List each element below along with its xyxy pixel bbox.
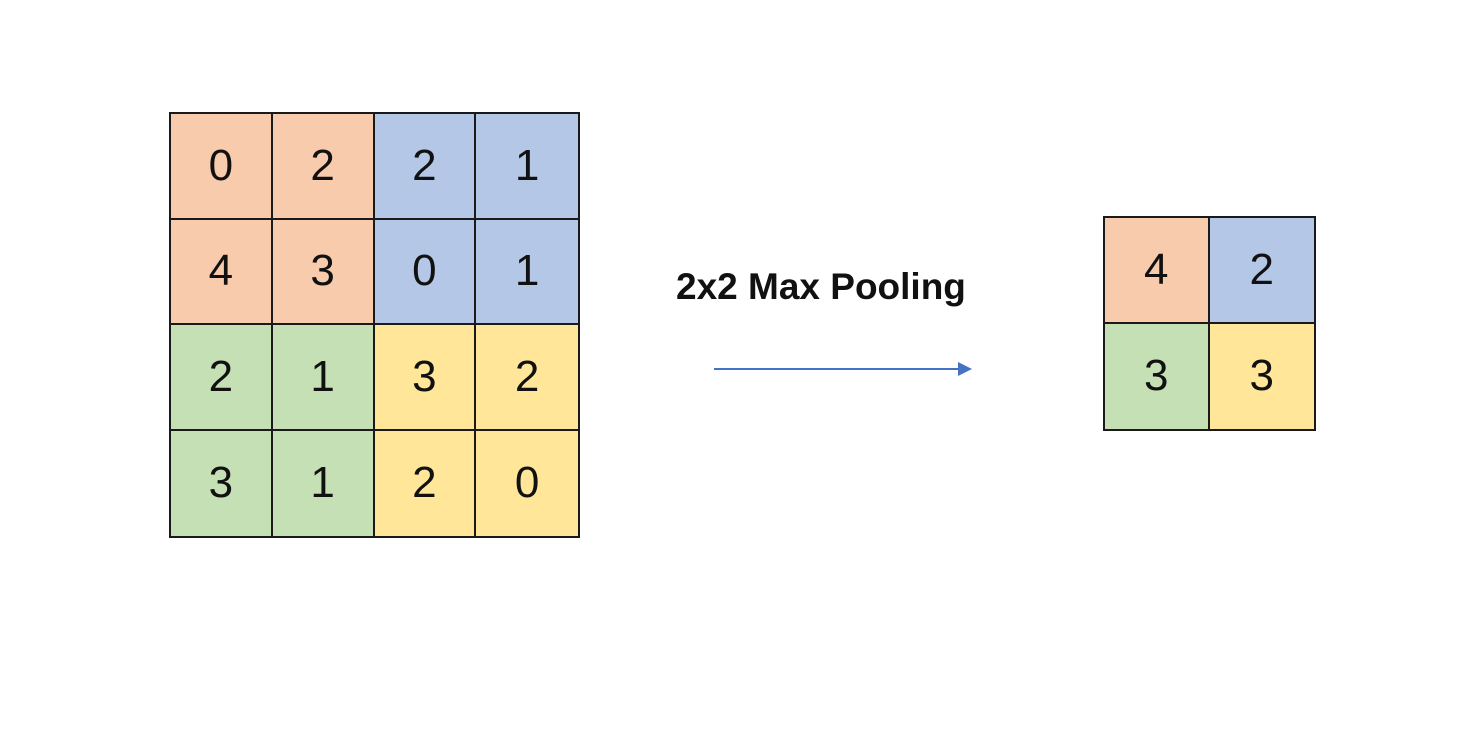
operation-label: 2x2 Max Pooling xyxy=(676,266,966,307)
input-matrix-cell: 1 xyxy=(272,325,375,431)
input-matrix-cell: 2 xyxy=(272,114,375,220)
input-matrix-cell: 1 xyxy=(476,219,578,325)
input-matrix-cell: 0 xyxy=(171,114,273,220)
input-matrix-cell: 4 xyxy=(171,219,273,325)
input-matrix-cell: 0 xyxy=(476,430,578,536)
arrow-head xyxy=(958,362,972,376)
output-matrix-cell: 3 xyxy=(1209,323,1314,429)
input-matrix-cell: 2 xyxy=(374,114,477,220)
input-matrix-cell: 0 xyxy=(374,219,477,325)
output-matrix-cell: 4 xyxy=(1105,218,1210,324)
input-matrix-cell: 2 xyxy=(374,430,477,536)
input-matrix-cell: 1 xyxy=(476,114,578,220)
input-matrix-cell: 3 xyxy=(374,325,477,431)
input-matrix-cell: 2 xyxy=(171,325,273,431)
input-matrix-cell: 2 xyxy=(476,325,578,431)
input-matrix-cell: 3 xyxy=(272,219,375,325)
right-arrow-icon xyxy=(714,362,972,376)
output-matrix-cell: 2 xyxy=(1209,218,1314,324)
output-matrix-cell: 3 xyxy=(1105,323,1210,429)
input-matrix-cell: 3 xyxy=(171,430,273,536)
input-matrix-cell: 1 xyxy=(272,430,375,536)
